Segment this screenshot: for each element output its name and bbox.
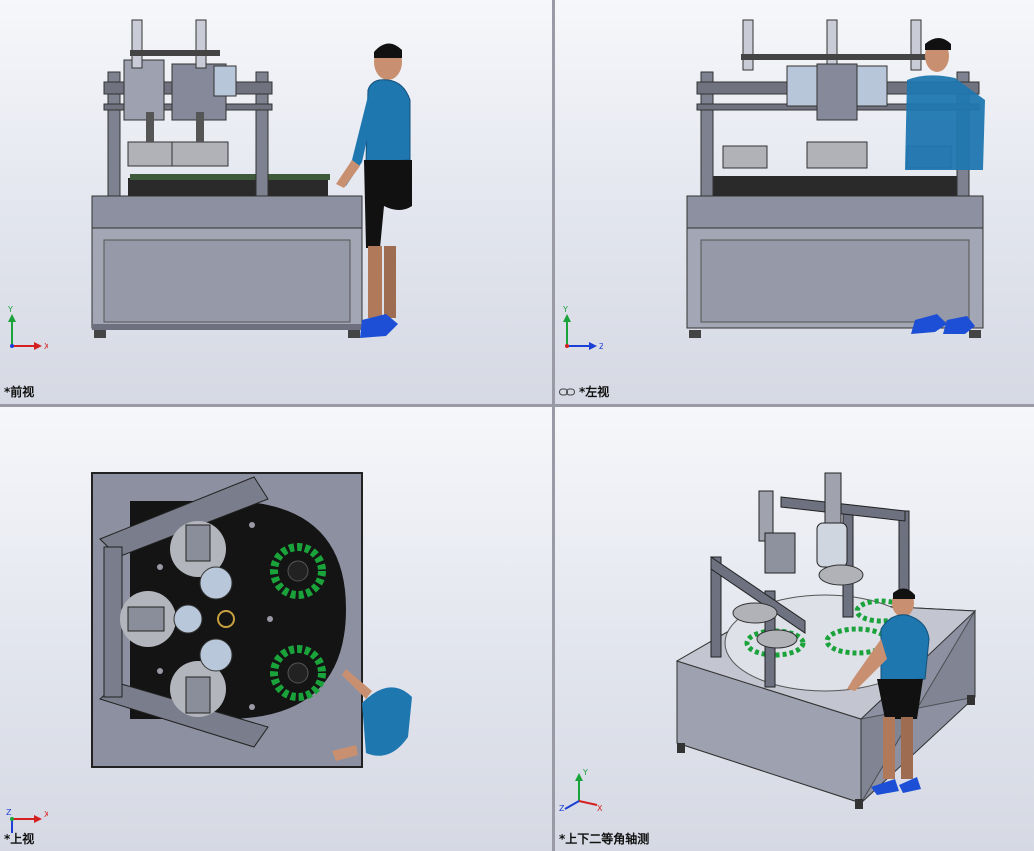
viewport-label: *左视 xyxy=(559,383,609,400)
triad-y-label: Y xyxy=(7,306,13,314)
front-view-label: *前视 xyxy=(4,385,35,399)
triad-z-label: Z xyxy=(6,808,12,817)
link-icon[interactable] xyxy=(559,388,575,396)
viewport-left[interactable]: Y Z *左视 xyxy=(555,0,1034,404)
viewport-label: *前视 xyxy=(4,383,34,400)
triad-y-label: Y xyxy=(562,306,568,314)
axis-triad-icon: Z X xyxy=(6,808,48,833)
axis-triad-icon: Y X xyxy=(7,306,48,351)
top-view-label: *上视 xyxy=(4,832,35,846)
triad-z-label: Z xyxy=(599,342,603,351)
front-view-model xyxy=(91,19,412,338)
triad-x-label: X xyxy=(44,810,48,819)
viewport-isometric[interactable]: Y X Z *上下二等角轴测 xyxy=(555,407,1034,851)
axis-triad-icon: Y X Z xyxy=(559,768,603,813)
triad-y-label: Y xyxy=(582,768,588,777)
viewport-label: *上视 xyxy=(4,830,34,847)
viewport-label: *上下二等角轴测 xyxy=(559,830,649,847)
triad-x-label: X xyxy=(597,804,603,813)
isometric-view-model xyxy=(675,472,977,809)
viewport-front[interactable]: Y X *前视 xyxy=(0,0,552,404)
top-view-model xyxy=(91,472,412,768)
axis-triad-icon: Y Z xyxy=(562,306,603,351)
viewport-top[interactable]: Z X *上视 xyxy=(0,407,552,851)
left-view-model xyxy=(686,19,985,338)
triad-x-label: X xyxy=(44,342,48,351)
left-view-label: *左视 xyxy=(579,385,610,399)
isometric-view-label: *上下二等角轴测 xyxy=(559,832,650,846)
triad-z-label: Z xyxy=(559,804,565,813)
